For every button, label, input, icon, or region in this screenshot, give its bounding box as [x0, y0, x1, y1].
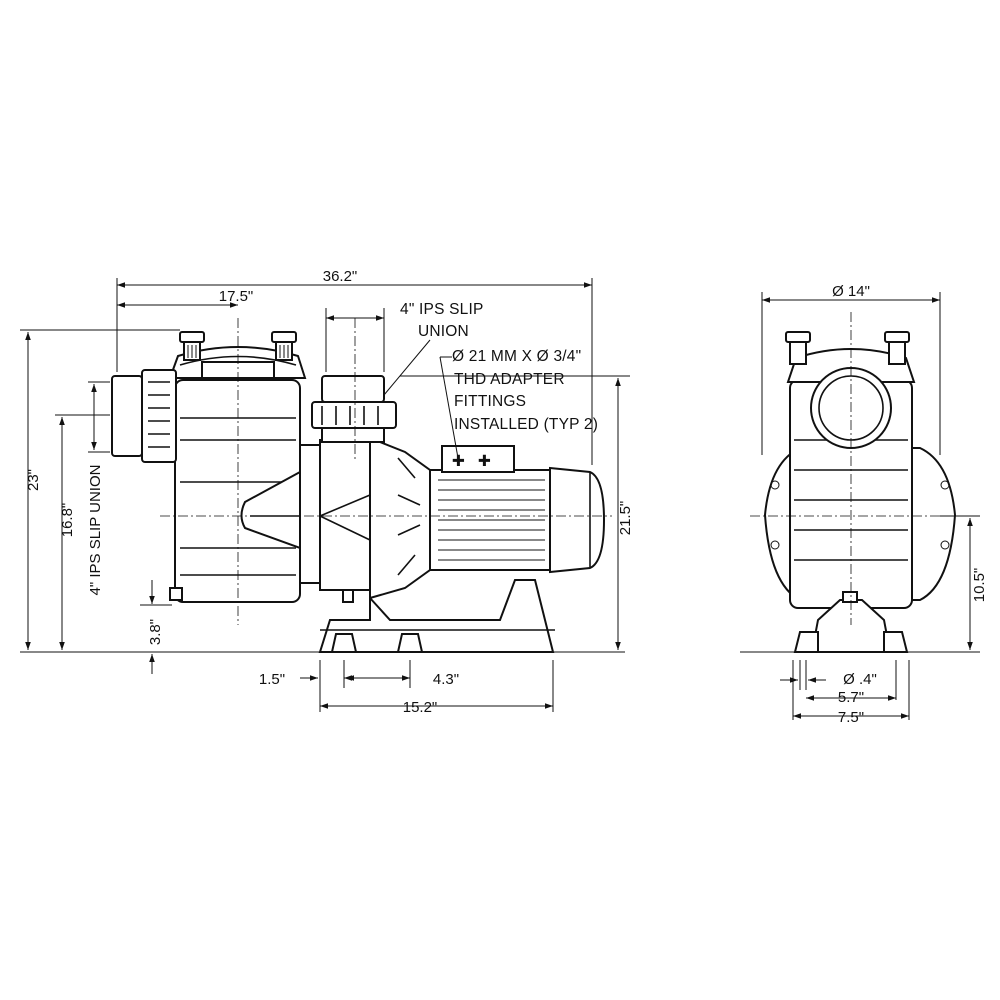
- lid-knob-left: [179, 331, 205, 361]
- dim-bolt-hole: Ø .4": [843, 671, 877, 688]
- dim-inlet-height: 16.8": [59, 503, 76, 538]
- dim-foot-spacing: 4.3": [433, 671, 459, 688]
- dim-foot-outer-width: 7.5": [838, 709, 864, 726]
- dim-foot-inner-width: 5.7": [838, 689, 864, 706]
- outlet-union: [311, 375, 397, 443]
- side-view: ✚ ✚: [20, 268, 634, 716]
- svg-text:✚: ✚: [478, 453, 491, 470]
- dim-strainer-to-inlet: 17.5": [219, 288, 254, 305]
- lid-knob-right: [271, 331, 297, 361]
- dim-overall-length: 36.2": [323, 268, 358, 285]
- label-outlet-union-line1: 4" IPS SLIP: [400, 301, 484, 318]
- dim-overall-height: 23": [25, 469, 42, 491]
- label-adapter-line2: THD ADAPTER: [454, 371, 565, 388]
- strainer-housing: [168, 331, 307, 603]
- pump-base: [318, 579, 555, 653]
- inlet-union: [111, 369, 177, 463]
- label-adapter-line4: INSTALLED (TYP 2): [454, 416, 598, 433]
- svg-text:✚: ✚: [452, 453, 465, 470]
- label-adapter-line1: Ø 21 MM X Ø 3/4": [452, 348, 581, 365]
- dim-outlet-height: 21.5": [617, 501, 634, 536]
- dim-base-length: 15.2": [403, 699, 438, 716]
- dim-foot-offset: 1.5": [259, 671, 285, 688]
- dim-end-width: Ø 14": [832, 283, 870, 300]
- motor: ✚ ✚: [429, 445, 606, 574]
- dim-shaft-height: 10.5": [971, 568, 988, 603]
- pump-volute: [299, 436, 431, 603]
- end-view: Ø 14" 10.5" Ø .4" 5.7" 7.5": [740, 283, 988, 726]
- label-inlet-union: 4" IPS SLIP UNION: [87, 465, 104, 596]
- label-outlet-union-line2: UNION: [418, 323, 469, 340]
- dim-drain-height: 3.8": [147, 619, 164, 645]
- label-adapter-line3: FITTINGS: [454, 393, 526, 410]
